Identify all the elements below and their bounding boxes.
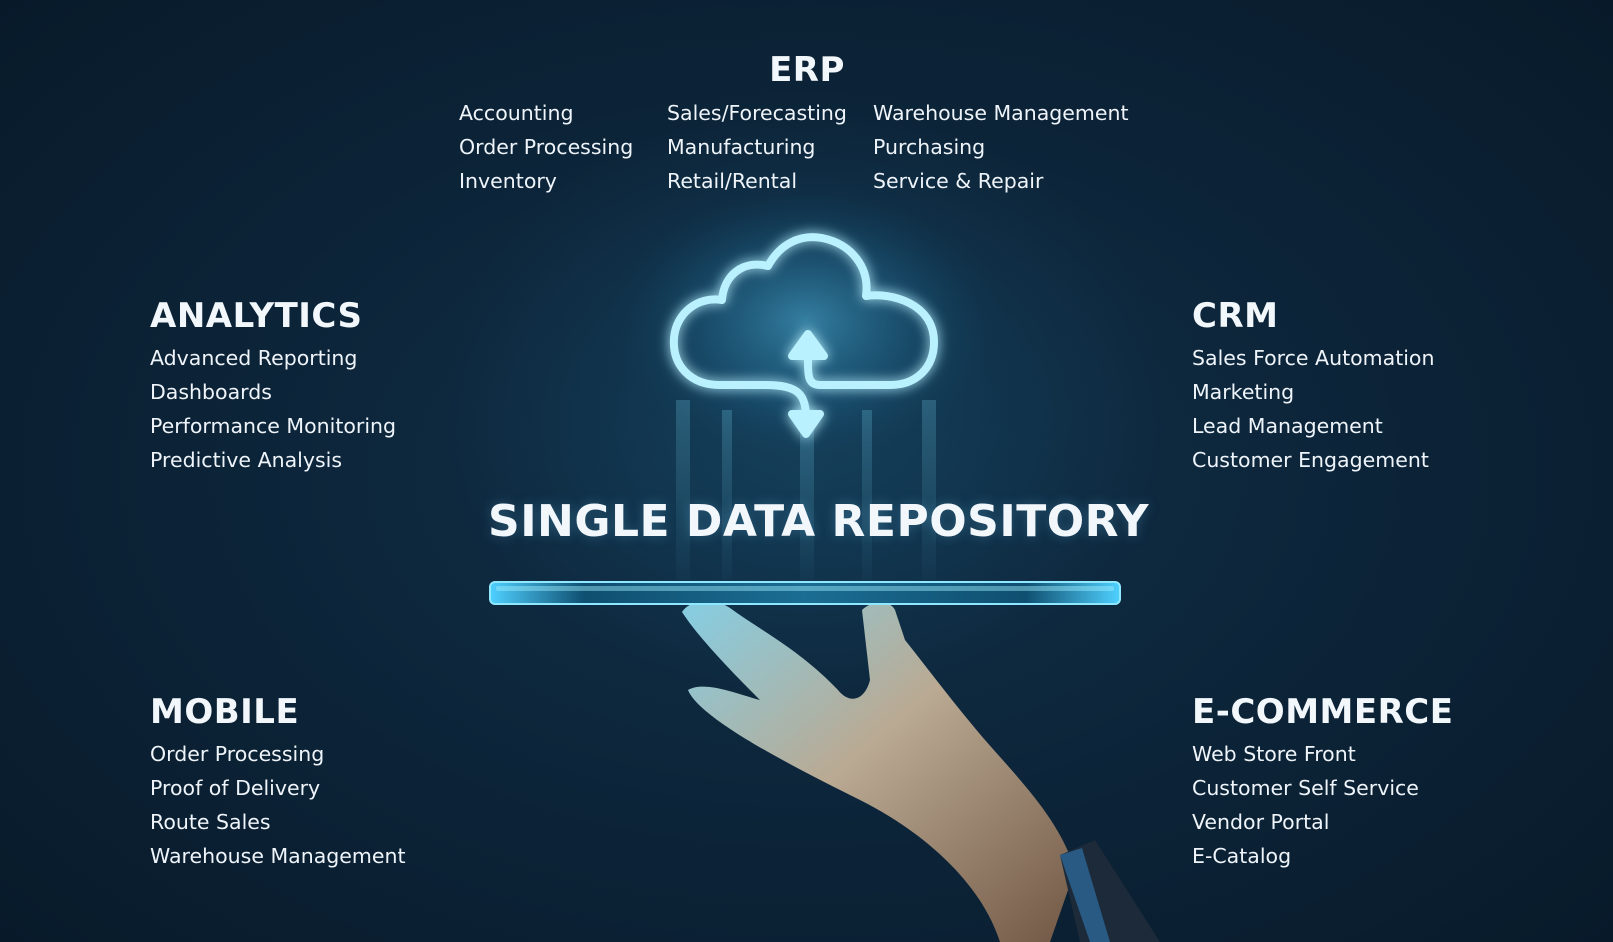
list-item: Web Store Front xyxy=(1192,742,1356,766)
hand-illustration xyxy=(682,600,1160,942)
list-item: Inventory xyxy=(459,169,557,193)
erp-column-2: Sales/Forecasting Manufacturing Retail/R… xyxy=(667,96,847,198)
list-item: Advanced Reporting xyxy=(150,346,358,370)
list-item: Accounting xyxy=(459,101,574,125)
analytics-heading: ANALYTICS xyxy=(150,296,363,336)
list-item: Manufacturing xyxy=(667,135,816,159)
list-item: Marketing xyxy=(1192,380,1295,404)
analytics-list: Advanced Reporting Dashboards Performanc… xyxy=(150,341,396,477)
list-item: Warehouse Management xyxy=(150,844,406,868)
cloud-glow xyxy=(596,170,1016,470)
repository-title: SINGLE DATA REPOSITORY xyxy=(488,496,1149,547)
list-item: Order Processing xyxy=(150,742,325,766)
light-beams xyxy=(676,400,936,580)
ecommerce-heading: E-COMMERCE xyxy=(1192,692,1454,732)
list-item: Dashboards xyxy=(150,380,272,404)
list-item: Customer Self Service xyxy=(1192,776,1419,800)
ecommerce-list: Web Store Front Customer Self Service Ve… xyxy=(1192,737,1419,873)
cloud-sync-icon xyxy=(669,233,938,438)
list-item: Proof of Delivery xyxy=(150,776,321,800)
list-item: Service & Repair xyxy=(873,169,1044,193)
erp-column-1: Accounting Order Processing Inventory xyxy=(459,96,633,198)
list-item: Retail/Rental xyxy=(667,169,798,193)
list-item: Purchasing xyxy=(873,135,986,159)
crm-heading: CRM xyxy=(1192,296,1279,336)
list-item: Sales Force Automation xyxy=(1192,346,1435,370)
list-item: Performance Monitoring xyxy=(150,414,397,438)
list-item: Predictive Analysis xyxy=(150,448,343,472)
list-item: Vendor Portal xyxy=(1192,810,1330,834)
mobile-list: Order Processing Proof of Delivery Route… xyxy=(150,737,406,873)
list-item: E-Catalog xyxy=(1192,844,1292,868)
list-item: Lead Management xyxy=(1192,414,1383,438)
erp-heading: ERP xyxy=(769,50,845,90)
list-item: Warehouse Management xyxy=(873,101,1129,125)
list-item: Order Processing xyxy=(459,135,634,159)
list-item: Customer Engagement xyxy=(1192,448,1429,472)
list-item: Sales/Forecasting xyxy=(667,101,847,125)
crm-list: Sales Force Automation Marketing Lead Ma… xyxy=(1192,341,1434,477)
list-item: Route Sales xyxy=(150,810,271,834)
mobile-heading: MOBILE xyxy=(150,692,300,732)
erp-column-3: Warehouse Management Purchasing Service … xyxy=(873,96,1129,198)
tablet-device xyxy=(489,581,1121,605)
